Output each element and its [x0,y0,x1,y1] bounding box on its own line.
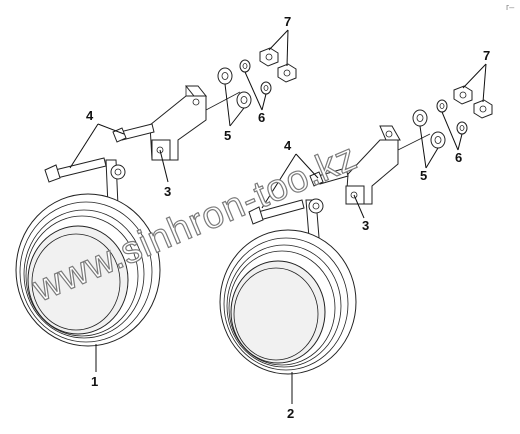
callout-4-left: 4 [86,108,94,123]
callout-1: 1 [91,374,98,389]
left-bolt-lower [44,157,107,183]
corner-mark: г– [506,2,514,12]
right-mounting-bracket [345,125,431,205]
callout-3-right: 3 [362,218,369,233]
callout-7-right: 7 [483,48,490,63]
callout-3-left: 3 [164,184,171,199]
right-horn-assembly [219,85,493,375]
right-bolt-upper [309,167,349,187]
callout-labels: 1 2 3 3 4 4 5 5 6 6 7 7 [86,14,490,421]
left-mounting-bracket [149,85,241,161]
left-fasteners [217,47,297,109]
leader-lines [69,29,487,404]
callout-7-left: 7 [284,14,291,29]
callout-6-right: 6 [455,150,462,165]
right-bolt-lower [248,199,305,225]
callout-5-left: 5 [224,128,231,143]
left-bolt-upper [112,123,155,143]
right-horn [219,229,357,375]
left-horn-assembly [15,47,297,347]
callout-2: 2 [287,406,294,421]
callout-6-left: 6 [258,110,265,125]
callout-4-right: 4 [284,138,292,153]
left-horn [15,193,161,347]
callout-5-right: 5 [420,168,427,183]
right-fasteners [412,85,493,149]
